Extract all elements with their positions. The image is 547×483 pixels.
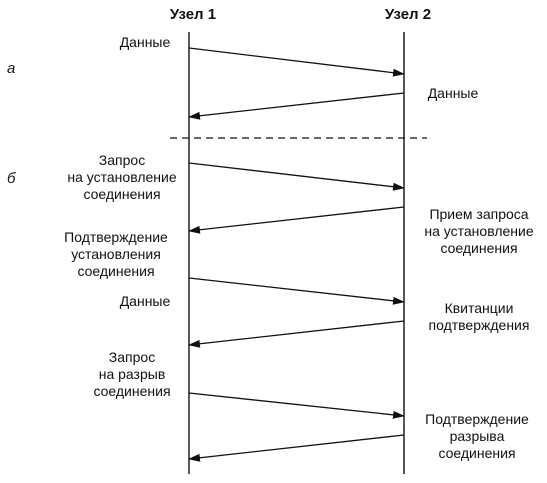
label-a-data-node2: Данные xyxy=(427,85,479,101)
label-conn-request: Запрос на установление соединения xyxy=(67,152,177,202)
node1-header: Узел 1 xyxy=(169,6,217,23)
label-conn-request-received: Прием запроса на установление соединения xyxy=(424,206,534,256)
label-a-data-node1: Данные xyxy=(119,34,171,50)
arrow-b-conn-request xyxy=(188,162,405,191)
label-conn-confirm: Подтверждение установления соединения xyxy=(64,229,168,279)
label-disconnect-confirm: Подтверждение разрыва соединения xyxy=(425,411,529,461)
arrow-b-conn-confirm xyxy=(188,206,405,234)
arrow-b-acks xyxy=(188,320,405,348)
arrow-b-disconnect-request xyxy=(188,392,405,419)
section-b-marker: б xyxy=(7,170,16,187)
label-disconnect-request: Запрос на разрыв соединения xyxy=(93,349,171,399)
arrow-a-data-to-node2 xyxy=(188,47,405,77)
section-a-marker: а xyxy=(7,60,16,77)
arrow-b-data xyxy=(188,277,405,305)
arrow-b-disconnect-confirm xyxy=(188,434,405,462)
label-b-data: Данные xyxy=(119,293,171,309)
arrow-a-data-to-node1 xyxy=(188,92,405,120)
node2-header: Узел 2 xyxy=(384,6,432,23)
label-acks: Квитанции подтверждения xyxy=(428,300,530,333)
